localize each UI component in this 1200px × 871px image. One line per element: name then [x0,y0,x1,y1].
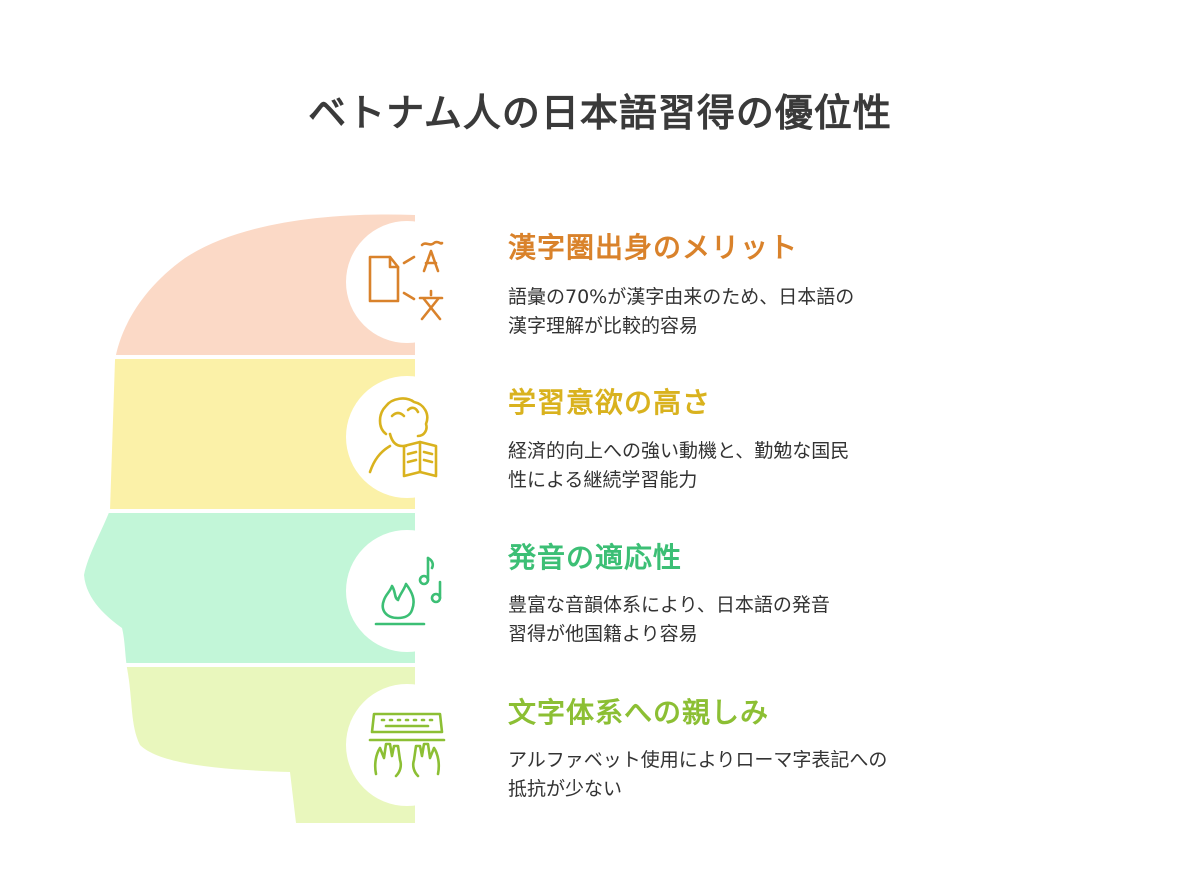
keyboard-typing-icon [368,712,446,778]
page-title: ベトナム人の日本語習得の優位性 [308,91,892,135]
item-description-1: 語彙の70%が漢字由来のため、日本語の 漢字理解が比較的容易 [508,286,855,337]
item-description-4: アルファベット使用によりローマ字表記への 抵抗が少ない [508,749,888,800]
icon-circle-2 [346,376,468,498]
item-title-1: 漢字圏出身のメリット [508,231,799,264]
icon-circle-3 [346,530,468,652]
reading-person-icon [368,397,438,478]
icon-circle-4 [346,684,468,806]
icon-circle-1 [346,221,468,343]
item-title-2: 学習意欲の高さ [508,386,712,419]
item-title-3: 発音の適応性 [508,541,683,574]
music-notes-icon [374,556,442,626]
translate-icon [368,240,444,321]
item-description-3: 豊富な音韻体系により、日本語の発音 習得が他国籍より容易 [508,594,830,645]
item-description-2: 経済的向上への強い動機と、勤勉な国民 性による継続学習能力 [508,440,850,491]
item-title-4: 文字体系への親しみ [508,696,770,729]
